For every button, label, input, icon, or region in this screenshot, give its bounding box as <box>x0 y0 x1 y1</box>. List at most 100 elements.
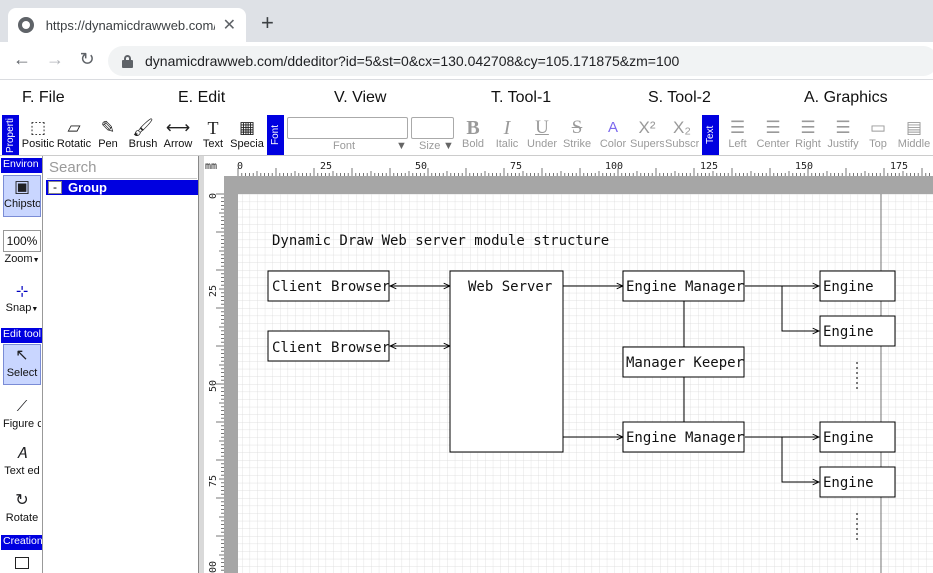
collapse-toggle[interactable]: - <box>48 181 62 194</box>
h-tick-0: 0 <box>237 161 243 172</box>
text-tool[interactable]: T Text <box>196 116 230 154</box>
app-menubar: F. File E. Edit V. View T. Tool-1 S. Too… <box>0 81 933 114</box>
search-input[interactable]: Search <box>47 159 197 179</box>
size-dropdown-icon[interactable]: ▼ <box>443 140 454 152</box>
node-engine-4[interactable] <box>819 466 896 498</box>
justify-icon: ☰ <box>835 118 851 137</box>
menu-tool-1[interactable]: T. Tool-1 <box>491 89 552 106</box>
drawing-canvas[interactable]: mm 0 25 50 75 100 125 150 175 0 25 50 75… <box>204 156 933 573</box>
tab-title: https://dynamicdrawweb.com/dd <box>45 17 215 33</box>
color-icon: A <box>607 119 618 136</box>
superscript-tool[interactable]: X² Supers <box>630 116 664 154</box>
rectangle-icon <box>15 557 29 569</box>
v-tick-100: 00 <box>208 561 219 573</box>
node-client-browser-2[interactable] <box>267 330 390 362</box>
font-size-input[interactable] <box>411 117 454 139</box>
panel-splitter[interactable] <box>199 156 204 573</box>
new-tab-icon[interactable]: + <box>261 10 274 35</box>
rotate-tool[interactable]: ↻ Rotate <box>3 490 41 524</box>
superscript-icon: X² <box>638 118 656 137</box>
arrow-tool[interactable]: ⟷ Arrow <box>160 116 196 154</box>
pen-icon: ✎ <box>100 118 116 137</box>
align-right-tool[interactable]: ☰ Right <box>791 116 825 154</box>
tree-item-label: Group <box>68 180 107 195</box>
strike-tool[interactable]: S Strike <box>560 116 594 154</box>
special-label: Specia <box>230 138 264 150</box>
menu-edit[interactable]: E. Edit <box>178 89 226 106</box>
forward-arrow-icon[interactable]: → <box>46 49 64 69</box>
properties-tag: Properti <box>2 115 19 155</box>
node-engine-3[interactable] <box>819 421 896 453</box>
node-engine-manager-1[interactable] <box>622 270 745 302</box>
browser-tabstrip: https://dynamicdrawweb.com/dd ✕ + <box>0 0 933 42</box>
size-label: Size <box>419 140 441 152</box>
close-tab-icon[interactable]: ✕ <box>222 17 236 34</box>
zoom-dropdown[interactable]: Zoom▼ <box>3 253 41 265</box>
align-right-icon: ☰ <box>800 118 816 137</box>
node-label-engine4: Engine <box>823 475 874 491</box>
menu-view[interactable]: V. View <box>334 89 387 106</box>
align-center-tool[interactable]: ☰ Center <box>755 116 791 154</box>
snap-tool[interactable]: ⊹ Snap▼ <box>3 282 41 314</box>
font-dropdown-icon[interactable]: ▼ <box>396 140 407 152</box>
font-family-input[interactable] <box>287 117 408 139</box>
valign-top-tool[interactable]: ▭ Top <box>861 116 895 154</box>
chipstock-icon: ▣ <box>13 177 31 196</box>
node-client-browser-1[interactable] <box>267 270 390 302</box>
snap-chevron-down-icon: ▼ <box>31 306 39 313</box>
snap-label: Snap <box>5 302 32 314</box>
text-edit-icon: 𝐴 <box>17 445 27 462</box>
justify-tool[interactable]: ☰ Justify <box>825 116 861 154</box>
rectangle-tool[interactable] <box>3 555 41 573</box>
menu-tool-2[interactable]: S. Tool-2 <box>648 89 711 106</box>
color-tool[interactable]: A Color <box>596 116 630 154</box>
main-toolbar: Properti ⬚ Positic ▱ Rotatic ✎ Pen 🖌 Bru… <box>0 114 933 156</box>
address-bar[interactable]: dynamicdrawweb.com/ddeditor?id=5&st=0&cx… <box>108 46 933 76</box>
connector-manager1-engine2 <box>781 286 819 331</box>
align-center-label: Center <box>756 138 790 150</box>
superscript-label: Supers <box>630 138 664 150</box>
menu-graphics[interactable]: A. Graphics <box>804 89 888 106</box>
node-label-client1: Client Browser <box>272 279 390 295</box>
tree-item-group[interactable]: - Group <box>46 180 198 195</box>
subscript-tool[interactable]: X₂ Subscr <box>665 116 699 154</box>
node-engine-1[interactable] <box>819 270 896 302</box>
align-left-tool[interactable]: ☰ Left <box>720 116 755 154</box>
position-label: Positic <box>21 138 55 150</box>
subscript-icon: X₂ <box>673 118 691 137</box>
rotation-tool[interactable]: ▱ Rotatic <box>56 116 92 154</box>
italic-tool[interactable]: I Italic <box>490 116 524 154</box>
zoom-value: 100% <box>6 234 38 248</box>
node-label-server: Web Server <box>468 279 552 295</box>
node-engine-2[interactable] <box>819 315 896 347</box>
subscript-label: Subscr <box>665 138 699 150</box>
reload-icon[interactable]: ↻ <box>79 49 95 69</box>
menu-file[interactable]: F. File <box>22 89 65 106</box>
pen-tool[interactable]: ✎ Pen <box>91 116 125 154</box>
select-tool[interactable]: ↖ Select <box>3 344 41 385</box>
v-tick-25: 25 <box>208 285 219 297</box>
canvas-svg: mm 0 25 50 75 100 125 150 175 0 25 50 75… <box>204 156 933 573</box>
url-text[interactable]: dynamicdrawweb.com/ddeditor?id=5&st=0&cx… <box>145 53 680 69</box>
back-arrow-icon[interactable]: ← <box>13 49 31 69</box>
lock-icon <box>122 55 133 68</box>
node-engine-manager-2[interactable] <box>622 421 745 453</box>
h-tick-125: 125 <box>700 161 718 172</box>
position-tool[interactable]: ⬚ Positic <box>19 116 57 154</box>
node-web-server[interactable] <box>449 270 564 453</box>
figure-tool[interactable]: ⟋ Figure c <box>3 396 41 430</box>
valign-middle-tool[interactable]: ▤ Middle <box>895 116 933 154</box>
brush-tool[interactable]: 🖌 Brush <box>126 116 160 154</box>
rotate-icon: ↻ <box>15 492 29 509</box>
chipstock-tool[interactable]: ▣ Chipsto <box>3 175 41 217</box>
special-tool[interactable]: ▦ Specia <box>230 116 264 154</box>
strike-label: Strike <box>562 138 592 150</box>
align-left-label: Left <box>728 138 747 150</box>
connector-manager2-engine4 <box>781 437 819 482</box>
text-edit-tool[interactable]: 𝐴 Text ed <box>3 443 41 477</box>
browser-tab[interactable]: https://dynamicdrawweb.com/dd ✕ <box>8 8 246 42</box>
bold-tool[interactable]: B Bold <box>456 116 490 154</box>
zoom-input[interactable]: 100% <box>3 230 41 252</box>
node-manager-keeper[interactable] <box>622 346 745 378</box>
underline-tool[interactable]: U Under <box>525 116 559 154</box>
